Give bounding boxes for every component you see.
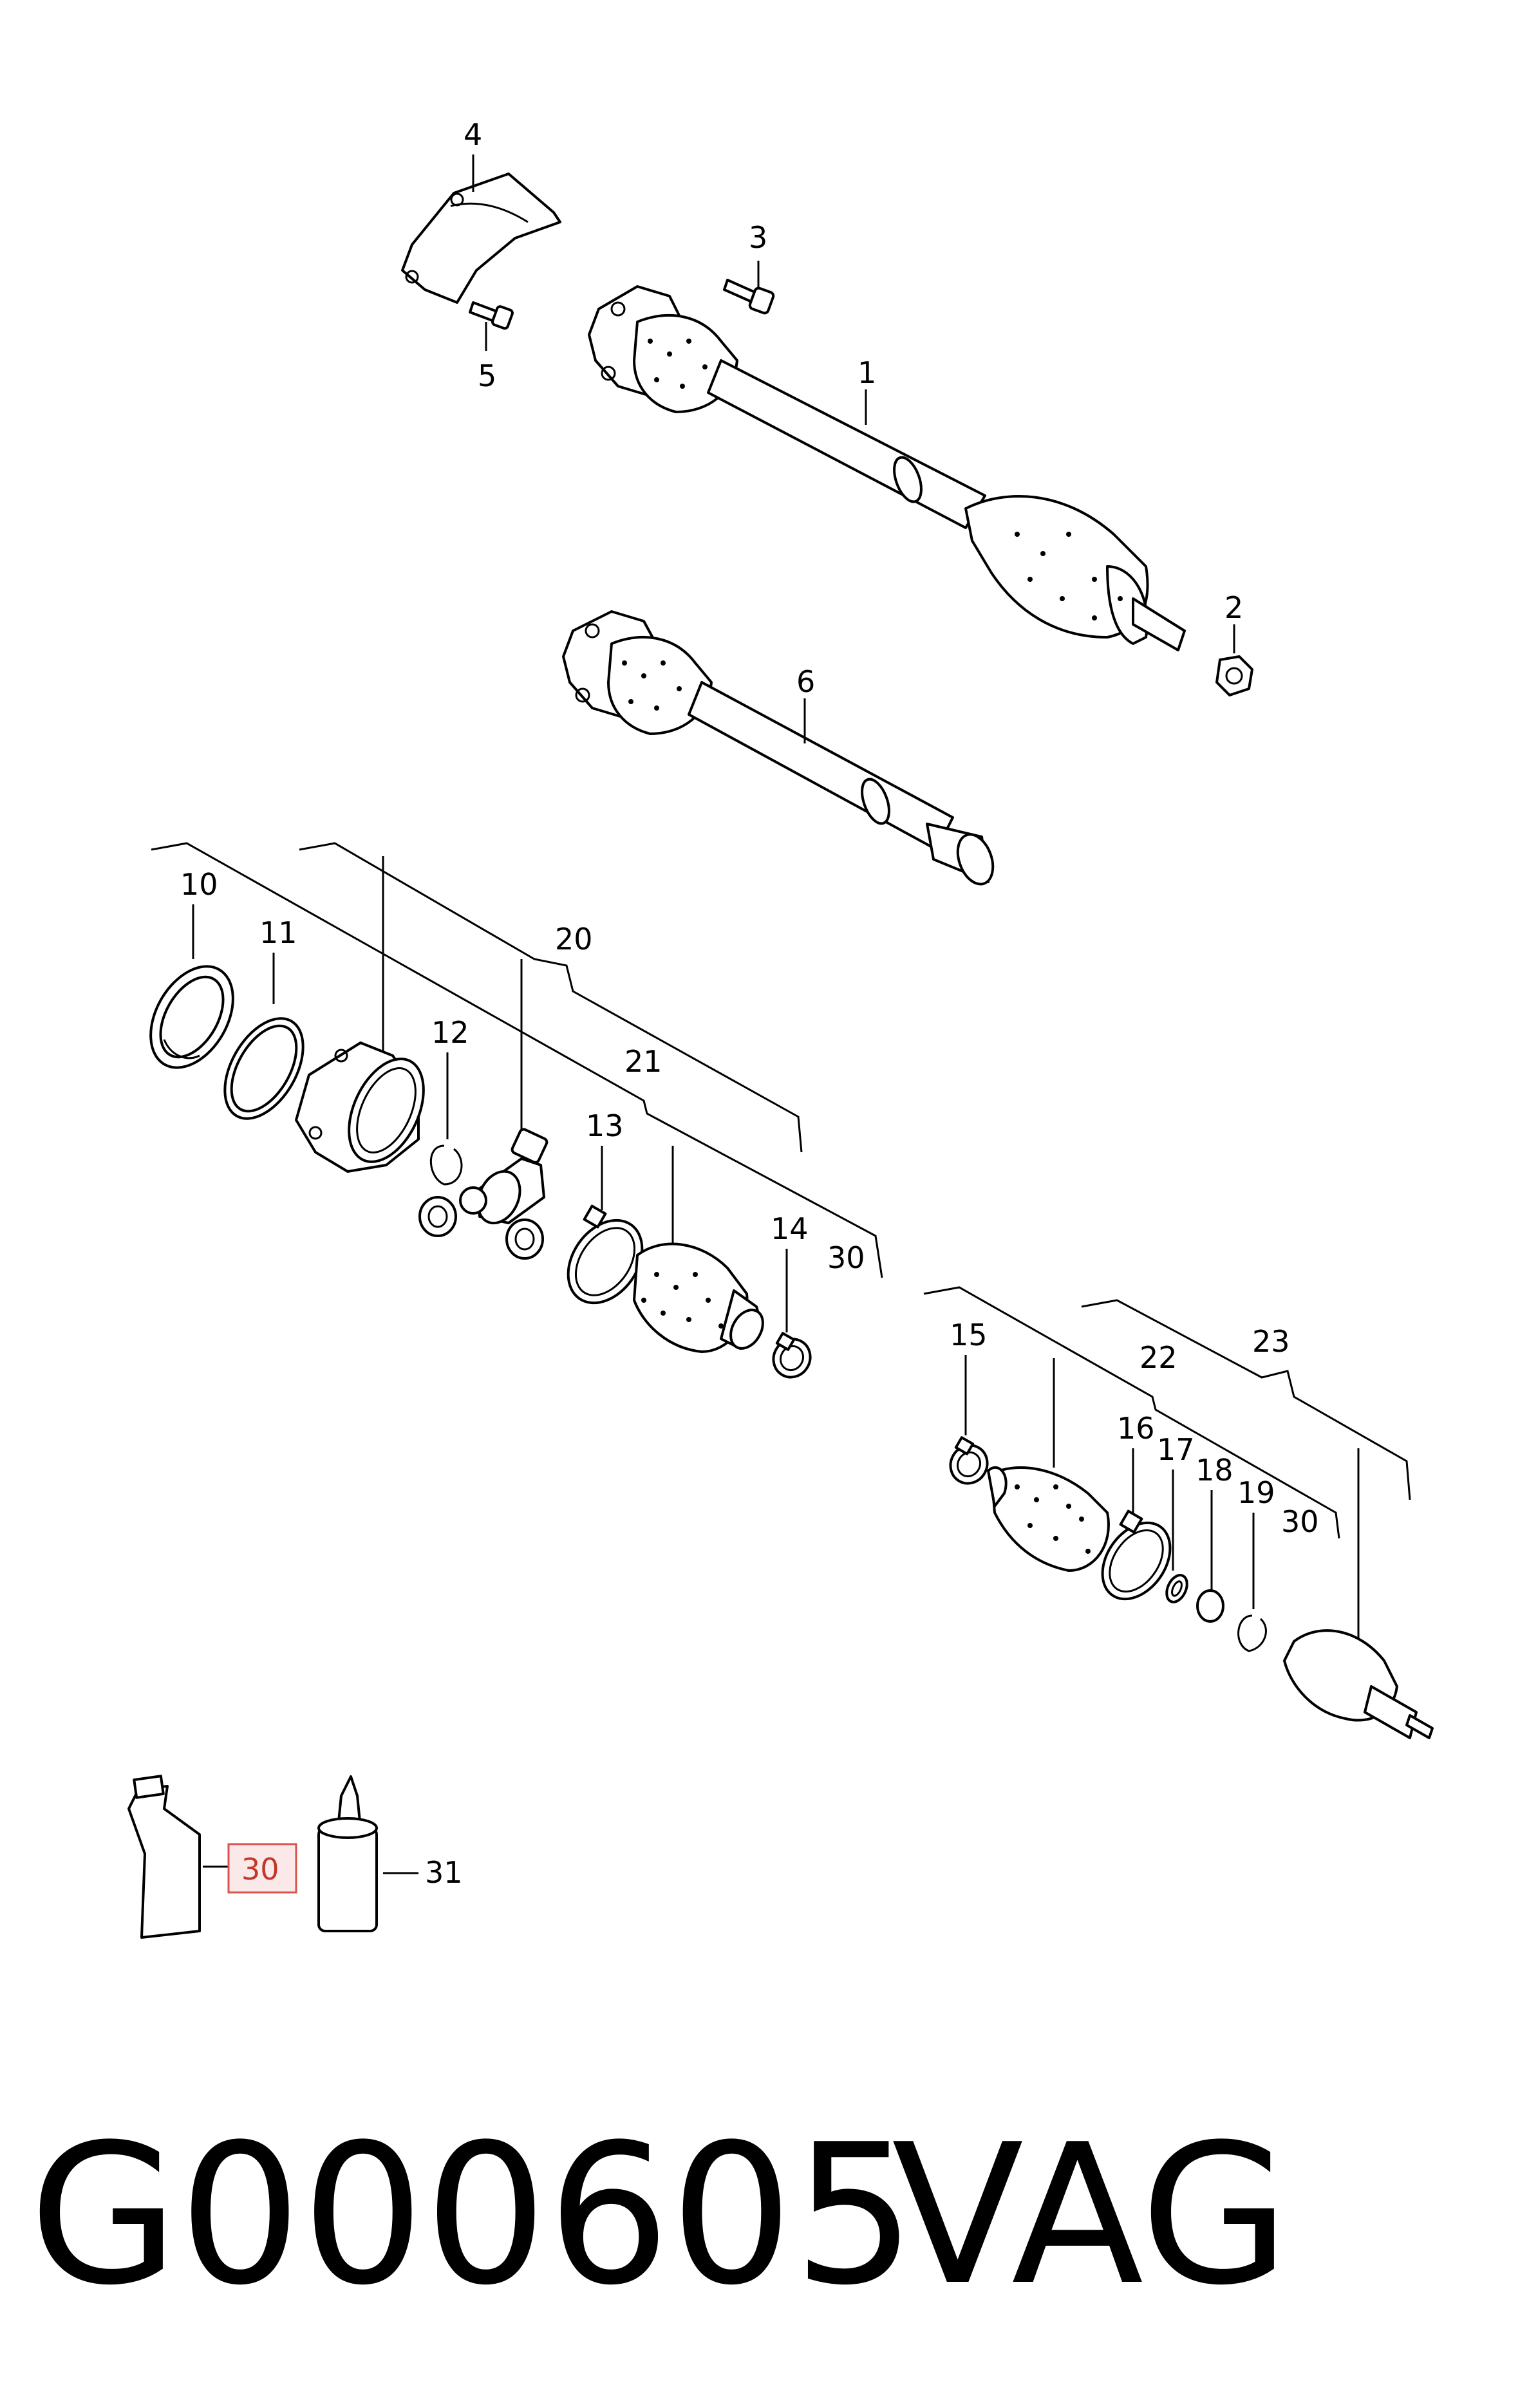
part-31-bottle — [317, 1775, 378, 1932]
callout-13: 13 — [586, 1108, 624, 1143]
part-16-clamp — [1101, 1509, 1172, 1601]
callout-1: 1 — [858, 355, 876, 390]
callout-17: 17 — [1157, 1432, 1195, 1467]
callout-21: 21 — [624, 1044, 662, 1079]
bracket-lines-left — [151, 842, 883, 1278]
part-10-cover — [149, 965, 234, 1069]
part-15-small-clamp — [949, 1436, 989, 1485]
callout-18: 18 — [1196, 1453, 1233, 1488]
callout-10: 10 — [180, 867, 218, 902]
part-18-spacer — [1196, 1589, 1224, 1623]
boot-dots-6 — [622, 660, 682, 711]
callout-14: 14 — [771, 1211, 809, 1246]
part-1-drive-shaft — [588, 285, 1186, 651]
part-tripod-joint — [459, 1128, 549, 1225]
callout-31: 31 — [425, 1855, 463, 1890]
part-17-ring — [1165, 1574, 1188, 1603]
part-3-bolt — [723, 279, 775, 315]
part-30-grease-tube — [127, 1775, 201, 1939]
callout-30-left: 30 — [827, 1240, 865, 1275]
callout-5: 5 — [478, 359, 496, 393]
boot-dots-1 — [648, 339, 1123, 621]
callout-30-right: 30 — [1281, 1504, 1319, 1539]
part-2-nut — [1215, 655, 1253, 696]
caption-brand: VAG — [892, 2103, 1289, 2328]
part-21-boot — [633, 1242, 764, 1353]
bracket-lines-right — [923, 1286, 1411, 1539]
callout-30-highlighted: 30 — [241, 1852, 279, 1887]
callout-19: 19 — [1237, 1475, 1275, 1510]
boot-dots-21 — [641, 1272, 724, 1329]
boot-dots-22 — [1015, 1484, 1091, 1554]
callout-30-highlight-box — [227, 1843, 297, 1894]
part-11-gasket — [223, 1017, 305, 1120]
caption-part-number: G000605 — [29, 2103, 916, 2328]
callout-15: 15 — [950, 1318, 988, 1352]
part-12-circlip — [429, 1144, 463, 1186]
part-small-bushing-left — [418, 1196, 544, 1260]
part-20-joint-housing — [295, 1041, 425, 1173]
part-14-small-clamp — [772, 1332, 812, 1379]
part-4-heat-shield — [401, 173, 561, 304]
callout-12: 12 — [431, 1015, 469, 1050]
callout-11: 11 — [259, 915, 297, 950]
callout-23: 23 — [1252, 1324, 1290, 1359]
callout-3: 3 — [749, 220, 767, 255]
part-5-bolt — [469, 301, 514, 330]
part-23-outer-joint — [1283, 1629, 1434, 1739]
part-13-clamp — [567, 1204, 644, 1305]
part-6-drive-shaft — [562, 610, 995, 886]
callout-4: 4 — [464, 117, 482, 152]
callout-20: 20 — [555, 922, 593, 957]
part-19-circlip — [1237, 1614, 1267, 1652]
callout-16: 16 — [1117, 1411, 1155, 1446]
callout-2: 2 — [1224, 590, 1243, 625]
callout-6: 6 — [796, 664, 815, 699]
callout-22: 22 — [1139, 1340, 1177, 1375]
part-22-boot — [987, 1466, 1110, 1572]
